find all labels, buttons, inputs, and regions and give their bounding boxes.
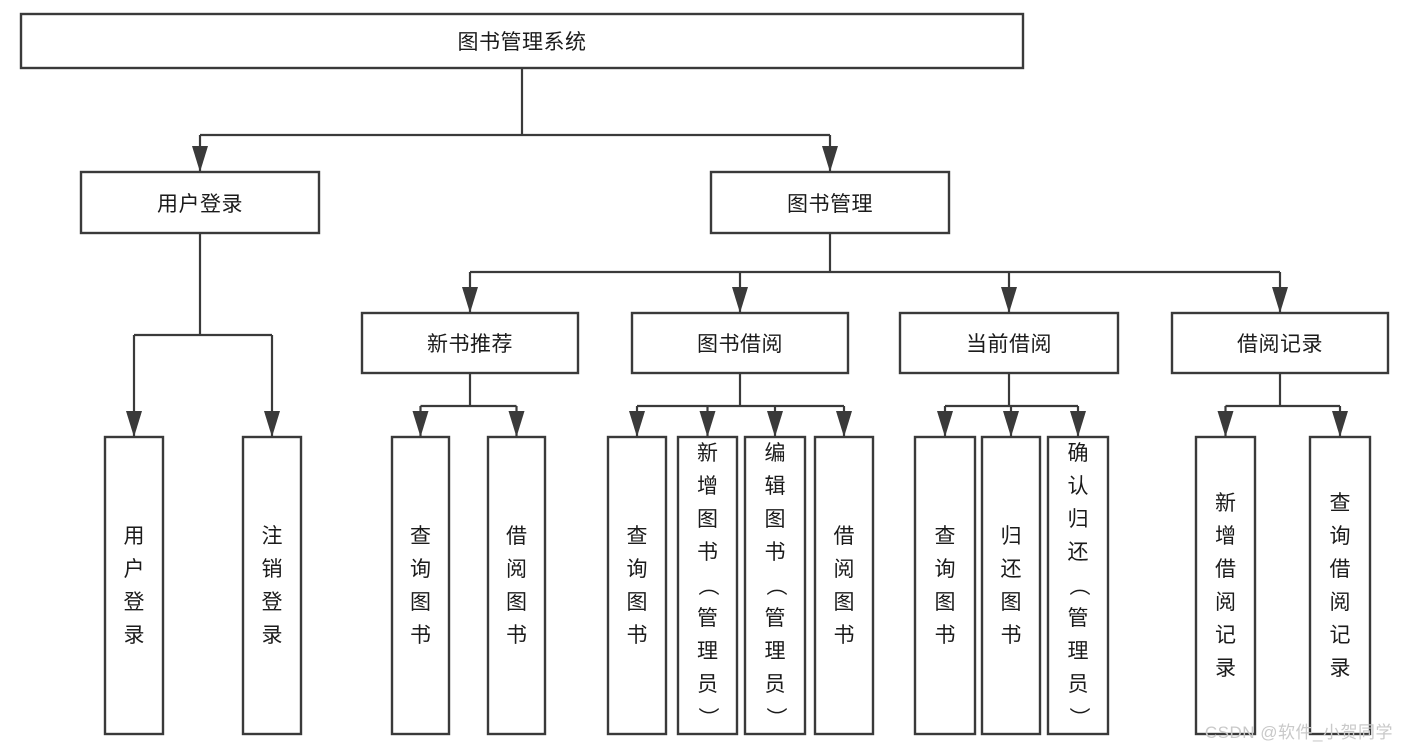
arrow-head-icon-user-login: [192, 146, 208, 172]
node-box-leaf-confirm-return-admin[interactable]: [1046, 435, 1110, 736]
node-box-borrow-record[interactable]: [1170, 311, 1390, 375]
node-box-leaf-borrow-book-recommend[interactable]: [486, 435, 547, 736]
node-box-new-book-recommend[interactable]: [360, 311, 580, 375]
arrow-head-icon-leaf-query-book-recommend: [412, 411, 429, 437]
node-box-root[interactable]: [19, 12, 1025, 70]
node-box-book-borrow[interactable]: [630, 311, 850, 375]
node-box-current-borrow[interactable]: [898, 311, 1120, 375]
arrow-head-icon-leaf-borrow-book: [836, 411, 852, 437]
node-box-leaf-borrow-book[interactable]: [813, 435, 875, 736]
arrow-head-icon-leaf-query-book-current: [937, 411, 953, 437]
arrow-head-icon-leaf-confirm-return-admin: [1070, 411, 1086, 437]
arrow-head-icon-leaf-add-book-admin: [699, 411, 716, 437]
node-box-leaf-query-book-recommend[interactable]: [390, 435, 451, 736]
arrow-head-icon-current-borrow: [1001, 287, 1017, 313]
boxes-layer: [19, 12, 1390, 736]
arrow-head-icon-borrow-record: [1272, 287, 1288, 313]
node-box-leaf-add-borrow-record[interactable]: [1194, 435, 1257, 736]
node-box-leaf-user-login[interactable]: [103, 435, 165, 736]
node-box-leaf-query-borrow-record[interactable]: [1308, 435, 1372, 736]
node-box-leaf-query-book-current[interactable]: [913, 435, 977, 736]
arrow-head-icon-new-book-recommend: [462, 287, 478, 313]
arrow-head-icon-leaf-return-book: [1003, 411, 1019, 437]
arrow-head-icon-leaf-logout-login: [264, 411, 280, 437]
node-box-leaf-query-book-borrow[interactable]: [606, 435, 668, 736]
node-box-leaf-edit-book-admin[interactable]: [743, 435, 807, 736]
node-box-book-manage[interactable]: [709, 170, 951, 235]
node-box-leaf-add-book-admin[interactable]: [676, 435, 739, 736]
node-box-leaf-return-book[interactable]: [980, 435, 1042, 736]
arrow-head-icon-leaf-user-login: [126, 411, 142, 437]
edges-layer: [126, 68, 1348, 437]
arrow-head-icon-leaf-query-book-borrow: [629, 411, 645, 437]
arrow-head-icon-book-manage: [822, 146, 838, 172]
node-box-user-login[interactable]: [79, 170, 321, 235]
arrow-head-icon-book-borrow: [732, 287, 748, 313]
arrow-head-icon-leaf-add-borrow-record: [1217, 411, 1234, 437]
arrow-head-icon-leaf-edit-book-admin: [767, 411, 783, 437]
arrow-head-icon-leaf-borrow-book-recommend: [508, 411, 525, 437]
arrow-head-icon-leaf-query-borrow-record: [1332, 411, 1348, 437]
node-box-leaf-logout-login[interactable]: [241, 435, 303, 736]
